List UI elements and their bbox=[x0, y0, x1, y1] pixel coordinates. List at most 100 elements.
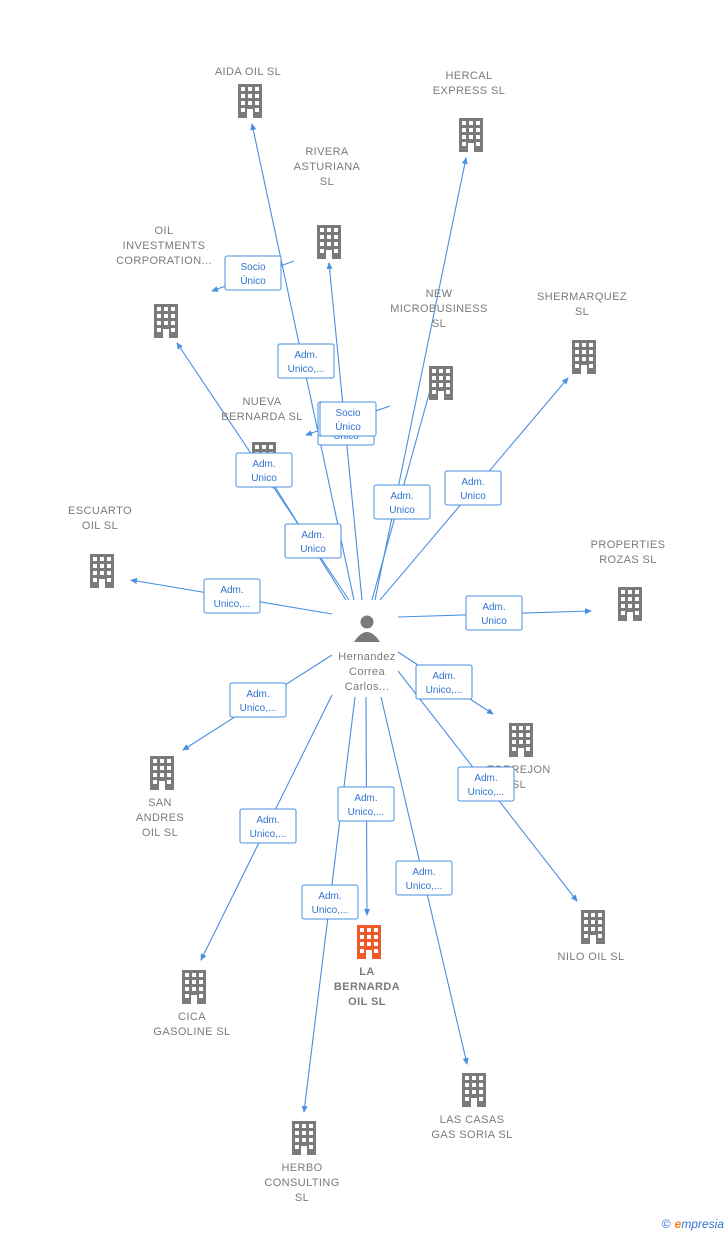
building-icon[interactable] bbox=[150, 756, 174, 790]
person-label[interactable]: Carlos... bbox=[345, 681, 390, 693]
edge-label-box[interactable] bbox=[284, 523, 342, 559]
company-node-las_casas[interactable]: LAS CASAS GAS SORIA SL bbox=[431, 1073, 512, 1141]
building-icon[interactable] bbox=[154, 304, 178, 338]
person-icon[interactable] bbox=[354, 615, 380, 643]
edge-label-e_cica[interactable]: Adm.Unico,... bbox=[239, 808, 297, 844]
edge-label-e_lascasas[interactable]: Adm.Unico,... bbox=[395, 860, 453, 896]
edge-label-e_sanandres[interactable]: Adm.Unico,... bbox=[229, 682, 287, 718]
company-label[interactable]: ASTURIANA bbox=[294, 161, 361, 173]
company-label[interactable]: NILO OIL SL bbox=[558, 951, 625, 963]
company-node-oil_inv[interactable]: OIL INVESTMENTS CORPORATION... bbox=[116, 225, 212, 338]
edge-label-e_shermarquez[interactable]: Adm.Unico bbox=[444, 470, 502, 506]
company-node-aida[interactable]: AIDA OIL SL bbox=[215, 66, 281, 118]
company-label[interactable]: SHERMARQUEZ bbox=[537, 291, 627, 303]
company-label[interactable]: SL bbox=[295, 1192, 309, 1204]
company-label[interactable]: SAN bbox=[148, 797, 172, 809]
building-icon[interactable] bbox=[509, 723, 533, 757]
edge-label-e_oilinv[interactable]: Adm.Unico bbox=[235, 452, 293, 488]
company-node-rivera[interactable]: RIVERA ASTURIANA SL bbox=[294, 146, 361, 259]
person-node[interactable]: HernandezCorreaCarlos... bbox=[338, 615, 395, 694]
edge-label-box[interactable] bbox=[395, 860, 453, 896]
company-label[interactable]: ESCUARTO bbox=[68, 505, 132, 517]
company-label[interactable]: OIL SL bbox=[348, 996, 386, 1008]
company-node-new_micro[interactable]: NEW MICROBUSINESS SL bbox=[390, 288, 488, 400]
company-label[interactable]: RIVERA bbox=[305, 146, 349, 158]
edge-label-box[interactable] bbox=[465, 595, 523, 631]
company-label[interactable]: NEW bbox=[426, 288, 453, 300]
edge-label-box[interactable] bbox=[235, 452, 293, 488]
company-label[interactable]: OIL SL bbox=[142, 827, 178, 839]
building-icon[interactable] bbox=[459, 118, 483, 152]
edge-label-e_newmicro[interactable]: Adm.Unico bbox=[373, 484, 431, 520]
company-label[interactable]: OIL bbox=[155, 225, 174, 237]
company-node-la_bernarda[interactable]: LA BERNARDA OIL SL bbox=[334, 925, 400, 1008]
company-label[interactable]: AIDA OIL SL bbox=[215, 66, 281, 78]
company-node-san_andres[interactable]: SAN ANDRES OIL SL bbox=[136, 756, 184, 839]
building-icon[interactable] bbox=[462, 1073, 486, 1107]
company-label[interactable]: MICROBUSINESS bbox=[390, 303, 488, 315]
company-node-cica[interactable]: CICA GASOLINE SL bbox=[153, 970, 230, 1038]
edge-label-box[interactable] bbox=[373, 484, 431, 520]
edge-label-box[interactable] bbox=[229, 682, 287, 718]
company-label[interactable]: ANDRES bbox=[136, 812, 184, 824]
company-node-nueva[interactable]: NUEVA BERNARDA SL bbox=[221, 396, 302, 476]
company-label[interactable]: EXPRESS SL bbox=[433, 85, 505, 97]
company-node-properties[interactable]: PROPERTIES ROZAS SL bbox=[591, 539, 666, 621]
company-label[interactable]: BERNARDA bbox=[334, 981, 400, 993]
company-label[interactable]: SL bbox=[432, 318, 446, 330]
company-label[interactable]: LA bbox=[359, 966, 374, 978]
company-label[interactable]: PROPERTIES bbox=[591, 539, 666, 551]
company-label[interactable]: CICA bbox=[178, 1011, 206, 1023]
company-label[interactable]: SL bbox=[320, 176, 334, 188]
company-node-nilo[interactable]: NILO OIL SL bbox=[558, 910, 625, 963]
company-label[interactable]: INVESTMENTS bbox=[123, 240, 206, 252]
edge-label-e_herbo[interactable]: Adm.Unico,... bbox=[301, 884, 359, 920]
edge-label-e_properties[interactable]: Adm.Unico bbox=[465, 595, 523, 631]
edge-label-box[interactable] bbox=[415, 664, 473, 700]
company-node-hercal[interactable]: HERCAL EXPRESS SL bbox=[433, 70, 505, 152]
company-label[interactable]: ROZAS SL bbox=[599, 554, 657, 566]
company-label[interactable]: GAS SORIA SL bbox=[431, 1129, 512, 1141]
edge-label-box[interactable] bbox=[239, 808, 297, 844]
building-icon[interactable] bbox=[572, 340, 596, 374]
edge-label-e_escuarto[interactable]: Adm.Unico,... bbox=[203, 578, 261, 614]
edge-label-e_aida[interactable]: Adm.Unico,... bbox=[277, 343, 335, 379]
edge-label-box[interactable] bbox=[203, 578, 261, 614]
company-label[interactable]: HERBO bbox=[281, 1162, 322, 1174]
building-icon[interactable] bbox=[429, 366, 453, 400]
edge-label-e_nilo[interactable]: Adm.Unico,... bbox=[457, 766, 515, 802]
building-icon[interactable] bbox=[292, 1121, 316, 1155]
company-label[interactable]: LAS CASAS bbox=[440, 1114, 505, 1126]
company-label[interactable]: OIL SL bbox=[82, 520, 118, 532]
company-label[interactable]: BERNARDA SL bbox=[221, 411, 302, 423]
company-label[interactable]: GASOLINE SL bbox=[153, 1026, 230, 1038]
building-icon[interactable] bbox=[317, 225, 341, 259]
building-icon[interactable] bbox=[90, 554, 114, 588]
company-label[interactable]: SL bbox=[512, 779, 526, 791]
building-icon[interactable] bbox=[238, 84, 262, 118]
building-icon[interactable] bbox=[357, 925, 381, 959]
company-label[interactable]: HERCAL bbox=[445, 70, 492, 82]
building-icon[interactable] bbox=[618, 587, 642, 621]
company-node-herbo[interactable]: HERBO CONSULTING SL bbox=[264, 1121, 339, 1204]
edge-label-box[interactable] bbox=[224, 255, 282, 291]
company-label[interactable]: NUEVA bbox=[242, 396, 281, 408]
edge-label-box[interactable] bbox=[457, 766, 515, 802]
edge-label-box[interactable] bbox=[337, 786, 395, 822]
company-node-escuarto[interactable]: ESCUARTO OIL SL bbox=[68, 505, 132, 588]
edge-label-box[interactable] bbox=[319, 401, 377, 437]
edge-label-e_labernarda[interactable]: Adm.Unico,... bbox=[337, 786, 395, 822]
building-icon[interactable] bbox=[581, 910, 605, 944]
person-label[interactable]: Hernandez bbox=[338, 651, 395, 663]
company-label[interactable]: CORPORATION... bbox=[116, 255, 212, 267]
building-icon[interactable] bbox=[182, 970, 206, 1004]
edge-label-box[interactable] bbox=[444, 470, 502, 506]
edge-label-box[interactable] bbox=[277, 343, 335, 379]
person-label[interactable]: Correa bbox=[349, 666, 386, 678]
edge-label-e_torrejon[interactable]: Adm.Unico,... bbox=[415, 664, 473, 700]
edge-label-box[interactable] bbox=[301, 884, 359, 920]
company-label[interactable]: CONSULTING bbox=[264, 1177, 339, 1189]
